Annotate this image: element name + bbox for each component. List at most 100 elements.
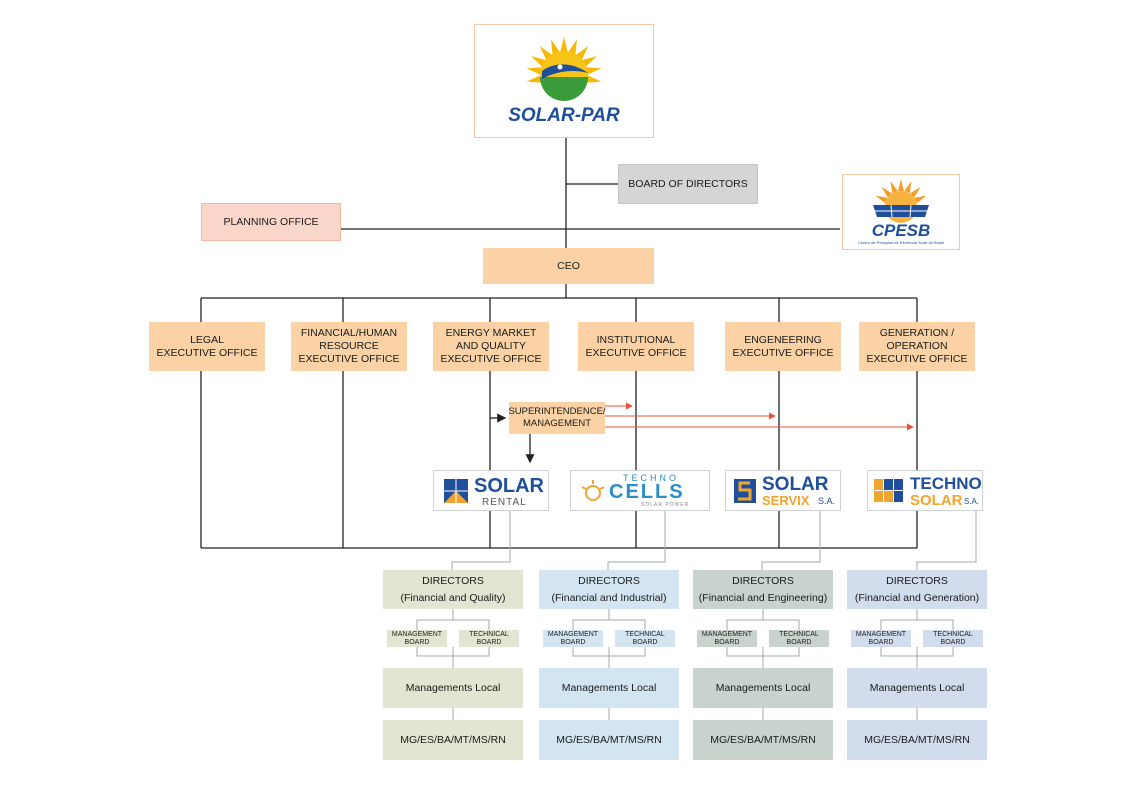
management-board-box-line: BOARD bbox=[868, 638, 894, 646]
regions-label: MG/ES/BA/MT/MS/RN bbox=[400, 733, 506, 746]
directors-title: DIRECTORS bbox=[886, 574, 948, 587]
cpesb-tagline: Centro de Pesquisa de Eficiência Solar d… bbox=[857, 240, 945, 245]
executive-office-line: EXECUTIVE OFFICE bbox=[298, 353, 400, 365]
regions-label: MG/ES/BA/MT/MS/RN bbox=[556, 733, 662, 746]
technical-board-box-line: BOARD bbox=[632, 638, 658, 646]
management-board-box-line: BOARD bbox=[404, 638, 430, 646]
techno-solar-logo: TECHNO SOLAR S.A. bbox=[867, 470, 983, 511]
executive-office-line: EXECUTIVE OFFICE bbox=[585, 346, 687, 359]
managements-local-label: Managements Local bbox=[869, 681, 965, 694]
managements-local-box: Managements Local bbox=[847, 668, 987, 708]
managements-local-box: Managements Local bbox=[693, 668, 833, 708]
directors-scope: (Financial and Quality) bbox=[400, 591, 506, 604]
ceo-box: CEO bbox=[483, 248, 654, 284]
techno-solar-suffix: S.A. bbox=[964, 497, 980, 506]
solar-rental-panel-icon bbox=[444, 479, 468, 503]
management-board-box-line: BOARD bbox=[714, 638, 740, 646]
directors-title: DIRECTORS bbox=[422, 574, 484, 587]
management-board-box-line: MANAGEMENT bbox=[855, 630, 907, 638]
executive-office-line: EXECUTIVE OFFICE bbox=[156, 346, 258, 359]
technical-board-box-line: TECHNICAL bbox=[933, 630, 973, 638]
cpesb-sun-panel-icon bbox=[873, 179, 929, 223]
solar-servix-name: SOLAR bbox=[762, 474, 829, 495]
directors-title: DIRECTORS bbox=[578, 574, 640, 587]
technical-board-box-line: TECHNICAL bbox=[625, 630, 665, 638]
regions-box: MG/ES/BA/MT/MS/RN bbox=[539, 720, 679, 760]
executive-office-line: LEGAL bbox=[190, 333, 224, 346]
solar-rental-name: SOLAR bbox=[474, 475, 544, 497]
executive-office-line: ENGENEERING bbox=[744, 333, 822, 346]
solar-rental-logo: SOLAR RENTAL bbox=[433, 470, 549, 511]
board-of-directors-label: BOARD OF DIRECTORS bbox=[628, 177, 748, 190]
executive-office-line: OPERATION bbox=[886, 340, 948, 352]
solar-servix-logo: SOLAR SERVIX S.A. bbox=[725, 470, 841, 511]
executive-office-line: EXECUTIVE OFFICE bbox=[866, 353, 968, 365]
techno-cells-sun-icon bbox=[581, 480, 605, 501]
solar-par-wordmark: SOLAR-PAR bbox=[508, 105, 620, 126]
managements-local-box: Managements Local bbox=[383, 668, 523, 708]
technical-board-box-line: BOARD bbox=[786, 638, 812, 646]
managements-local-box: Managements Local bbox=[539, 668, 679, 708]
directors-box: DIRECTORS (Financial and Industrial) bbox=[539, 570, 679, 609]
techno-cells-logo: TECHNO CELLS SOLAR POWER bbox=[570, 470, 710, 511]
cpesb-logo: CPESB Centro de Pesquisa de Eficiência S… bbox=[842, 174, 960, 250]
managements-local-label: Managements Local bbox=[715, 681, 811, 694]
regions-label: MG/ES/BA/MT/MS/RN bbox=[864, 733, 970, 746]
executive-office-line: FINANCIAL/HUMAN bbox=[300, 327, 398, 339]
executive-office-line: ENERGY MARKET bbox=[445, 327, 537, 339]
managements-local-label: Managements Local bbox=[405, 681, 501, 694]
solar-servix-suffix: S.A. bbox=[818, 496, 836, 506]
solar-servix-s-icon bbox=[734, 479, 756, 503]
executive-office-line: INSTITUTIONAL bbox=[596, 333, 676, 346]
executive-office-line: EXECUTIVE OFFICE bbox=[732, 346, 834, 359]
regions-box: MG/ES/BA/MT/MS/RN bbox=[383, 720, 523, 760]
executive-office-line: EXECUTIVE OFFICE bbox=[440, 353, 542, 365]
superintendence-line-1: SUPERINTENDENCE/ bbox=[508, 406, 606, 417]
executive-office-line: RESOURCE bbox=[319, 340, 379, 352]
directors-box: DIRECTORS (Financial and Engineering) bbox=[693, 570, 833, 609]
regions-box: MG/ES/BA/MT/MS/RN bbox=[847, 720, 987, 760]
directors-scope: (Financial and Engineering) bbox=[698, 591, 828, 604]
techno-solar-grid-icon bbox=[874, 479, 903, 502]
regions-label: MG/ES/BA/MT/MS/RN bbox=[710, 733, 816, 746]
planning-office-box: PLANNING OFFICE bbox=[201, 203, 341, 241]
techno-cells-name: CELLS bbox=[609, 481, 685, 503]
ceo-label: CEO bbox=[557, 259, 580, 272]
superintendence-line-2: MANAGEMENT bbox=[522, 418, 592, 429]
technical-board-box-line: TECHNICAL bbox=[779, 630, 819, 638]
directors-box: DIRECTORS (Financial and Generation) bbox=[847, 570, 987, 609]
techno-cells-sub: SOLAR POWER bbox=[641, 502, 690, 508]
management-board-box-line: BOARD bbox=[560, 638, 586, 646]
management-board-box-line: MANAGEMENT bbox=[391, 630, 443, 638]
executive-office-line: AND QUALITY bbox=[455, 340, 526, 352]
regions-box: MG/ES/BA/MT/MS/RN bbox=[693, 720, 833, 760]
solar-par-logo: SOLAR-PAR bbox=[474, 24, 654, 138]
directors-title: DIRECTORS bbox=[732, 574, 794, 587]
cpesb-wordmark: CPESB bbox=[871, 221, 931, 240]
directors-scope: (Financial and Generation) bbox=[854, 591, 980, 604]
directors-scope: (Financial and Industrial) bbox=[551, 591, 667, 604]
superintendence-box: SUPERINTENDENCE/ MANAGEMENT bbox=[508, 402, 606, 434]
managements-local-label: Managements Local bbox=[561, 681, 657, 694]
technical-board-box-line: BOARD bbox=[476, 638, 502, 646]
techno-solar-name: TECHNO bbox=[910, 474, 982, 493]
solar-rental-sub: RENTAL bbox=[482, 497, 527, 508]
planning-office-label: PLANNING OFFICE bbox=[223, 215, 319, 228]
board-of-directors-box: BOARD OF DIRECTORS bbox=[618, 164, 758, 204]
management-board-box-line: MANAGEMENT bbox=[701, 630, 753, 638]
directors-box: DIRECTORS (Financial and Quality) bbox=[383, 570, 523, 609]
solar-par-sun-icon bbox=[526, 37, 602, 101]
